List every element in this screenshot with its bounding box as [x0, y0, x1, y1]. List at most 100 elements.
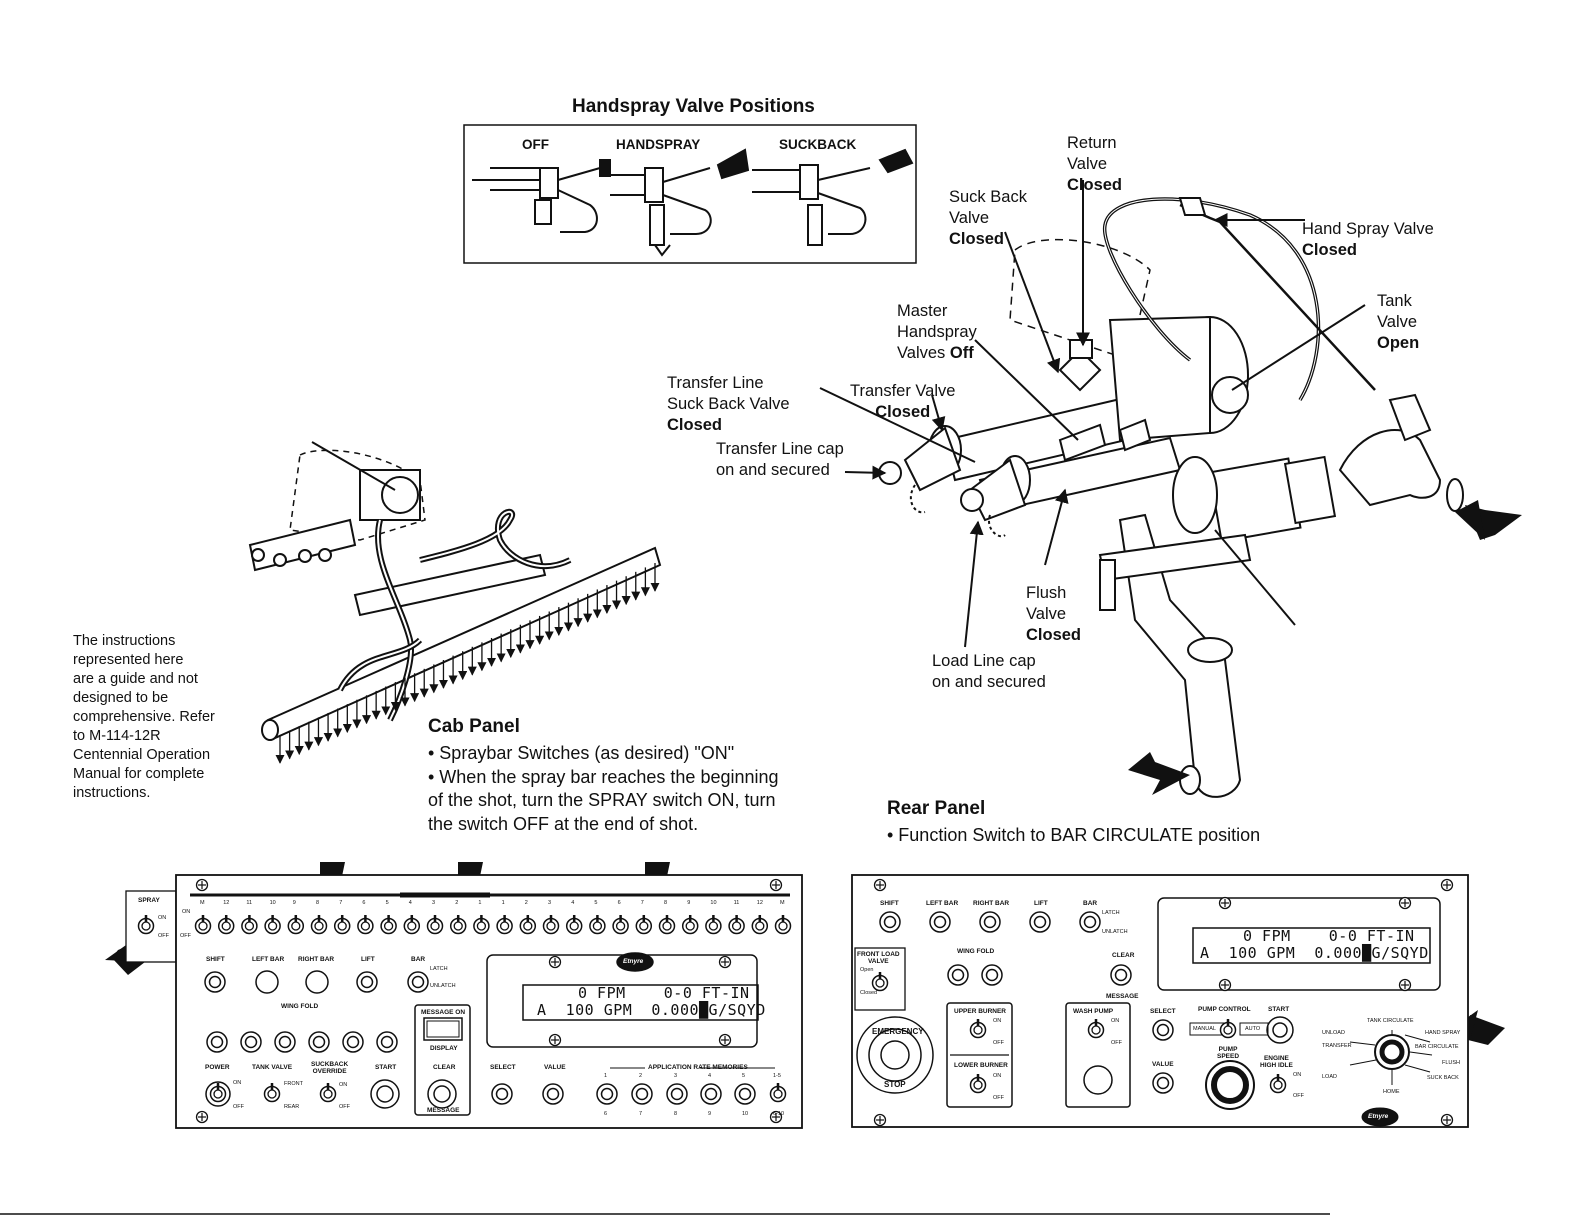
memory-top-label-5: 1-5	[773, 1073, 781, 1079]
cab-right-bar-label: RIGHT BAR	[298, 956, 335, 963]
memory-top-label-3: 4	[708, 1073, 712, 1079]
cab-message-on-label: MESSAGE ON	[421, 1009, 466, 1016]
spraybar-number-11: 2	[455, 900, 459, 906]
cab-suckback-on: ON	[339, 1082, 348, 1088]
rear-idle-off: OFF	[1293, 1093, 1304, 1099]
cab-display-label: DISPLAY	[430, 1045, 458, 1052]
rear-message-label: MESSAGE	[1106, 993, 1139, 1000]
cab-message-label: MESSAGE	[427, 1107, 460, 1114]
cab-bar-on: ON	[182, 909, 191, 915]
spraybar-number-24: 12	[756, 900, 763, 906]
spraybar-number-16: 4	[571, 900, 575, 906]
handspray-title: Handspray Valve Positions	[572, 96, 815, 117]
rear-latch-label: LATCH	[1102, 910, 1120, 916]
rear-fn-tank-circulate: TANK CIRCULATE	[1367, 1018, 1414, 1024]
spraybar-number-14: 2	[524, 900, 528, 906]
rear-brand-logo: Etnyre	[1368, 1113, 1389, 1120]
spraybar-number-1: 12	[223, 900, 230, 906]
rear-front-load-closed: Closed	[860, 990, 878, 996]
handspray-position-off: OFF	[522, 137, 549, 152]
handspray-position-suckback: SUCKBACK	[779, 137, 857, 152]
spraybar-number-15: 3	[548, 900, 552, 906]
cab-suckback-off: OFF	[339, 1104, 350, 1110]
rear-value-label: VALUE	[1152, 1061, 1174, 1068]
cab-power-on: ON	[233, 1080, 242, 1086]
cab-spray-on: ON	[158, 915, 167, 921]
rear-auto-label: AUTO	[1245, 1026, 1261, 1032]
handspray-position-handspray: HANDSPRAY	[616, 137, 701, 152]
spraybar-number-18: 6	[617, 900, 621, 906]
cab-panel-section: Cab Panel • Spraybar Switches (as desire…	[428, 716, 779, 836]
spraybar-number-7: 6	[362, 900, 366, 906]
rear-manual-label: MANUAL	[1193, 1026, 1216, 1032]
cab-bullet-1: • Spraybar Switches (as desired) "ON"	[428, 743, 735, 763]
memory-top-label-1: 2	[639, 1073, 643, 1079]
cab-bar-off: OFF	[180, 933, 191, 939]
handspray-suckback-illustration	[752, 148, 914, 246]
rear-fn-unload: UNLOAD	[1322, 1030, 1345, 1036]
handspray-handspray-illustration	[610, 148, 750, 257]
rear-panel-section: Rear Panel • Function Switch to BAR CIRC…	[887, 798, 1260, 848]
rear-start-label: START	[1268, 1006, 1290, 1013]
rear-fn-home: HOME	[1383, 1089, 1400, 1095]
rear-pump-speed-label: PUMP SPEED	[1217, 1046, 1240, 1060]
memory-top-label-2: 3	[674, 1073, 678, 1079]
rear-lift-label: LIFT	[1034, 900, 1048, 907]
spraybar-number-19: 7	[640, 900, 644, 906]
rear-right-bar-label: RIGHT BAR	[973, 900, 1010, 907]
handspray-off-illustration	[472, 159, 611, 233]
rear-fn-suck-back: SUCK BACK	[1427, 1075, 1459, 1081]
cab-spray-off: OFF	[158, 933, 169, 939]
spraybar-number-13: 1	[501, 900, 505, 906]
rear-lower-burner-label: LOWER BURNER	[954, 1062, 1008, 1069]
rear-wash-on: ON	[1111, 1018, 1120, 1024]
rear-wash-off: OFF	[1111, 1040, 1122, 1046]
callout-leaders	[819, 180, 1366, 648]
spraybar-number-5: 8	[316, 900, 320, 906]
spraybar-number-4: 9	[292, 900, 296, 906]
cab-power-off: OFF	[233, 1104, 244, 1110]
cab-panel-graphic	[125, 874, 803, 1129]
rear-panel-heading: Rear Panel	[887, 798, 986, 819]
memory-bottom-label-4: 10	[742, 1111, 749, 1117]
rear-fn-bar-circulate: BAR CIRCULATE	[1415, 1044, 1459, 1050]
spraybar-number-2: 11	[246, 900, 253, 906]
rear-lower-on: ON	[993, 1073, 1002, 1079]
spraybar-number-0: M	[200, 900, 205, 906]
rear-pump-control-label: PUMP CONTROL	[1198, 1006, 1251, 1013]
memory-bottom-label-1: 7	[639, 1111, 643, 1117]
cab-app-rate-label: APPLICATION RATE MEMORIES	[648, 1064, 748, 1071]
cab-select-label: SELECT	[490, 1064, 516, 1071]
rear-bullet-1: • Function Switch to BAR CIRCULATE posit…	[887, 825, 1261, 845]
cab-lift-label: LIFT	[361, 956, 375, 963]
rear-wing-fold-label: WING FOLD	[957, 948, 995, 955]
memory-top-label-4: 5	[742, 1073, 746, 1079]
rear-engine-high-idle-label: ENGINE HIGH IDLE	[1260, 1055, 1293, 1069]
callout-load-line-cap: Load Line cap on and secured	[932, 652, 1046, 691]
cab-tank-front: FRONT	[284, 1081, 303, 1087]
memory-bottom-label-0: 6	[604, 1111, 608, 1117]
rear-bar-label: BAR	[1083, 900, 1098, 907]
callout-transfer-line-cap: Transfer Line cap on and secured	[716, 440, 844, 479]
memory-bottom-label-3: 9	[708, 1111, 712, 1117]
spraybar-number-12: 1	[478, 900, 482, 906]
memory-bottom-label-2: 8	[674, 1111, 678, 1117]
cab-tank-valve-label: TANK VALVE	[252, 1064, 293, 1071]
rear-front-load-label: FRONT LOAD VALVE	[857, 951, 900, 965]
rear-left-bar-label: LEFT BAR	[926, 900, 959, 907]
rear-wash-pump-label: WASH PUMP	[1073, 1008, 1114, 1015]
rear-lcd-line-2: A 100 GPM 0.000█G/SQYD	[1200, 944, 1429, 962]
cab-bar-label: BAR	[411, 956, 426, 963]
rear-fn-flush: FLUSH	[1442, 1060, 1461, 1066]
spraybar-number-10: 3	[432, 900, 436, 906]
rear-clear-label: CLEAR	[1112, 952, 1135, 959]
rear-idle-on: ON	[1293, 1072, 1302, 1078]
spraybar-number-21: 9	[687, 900, 691, 906]
spraybar-number-9: 4	[408, 900, 412, 906]
